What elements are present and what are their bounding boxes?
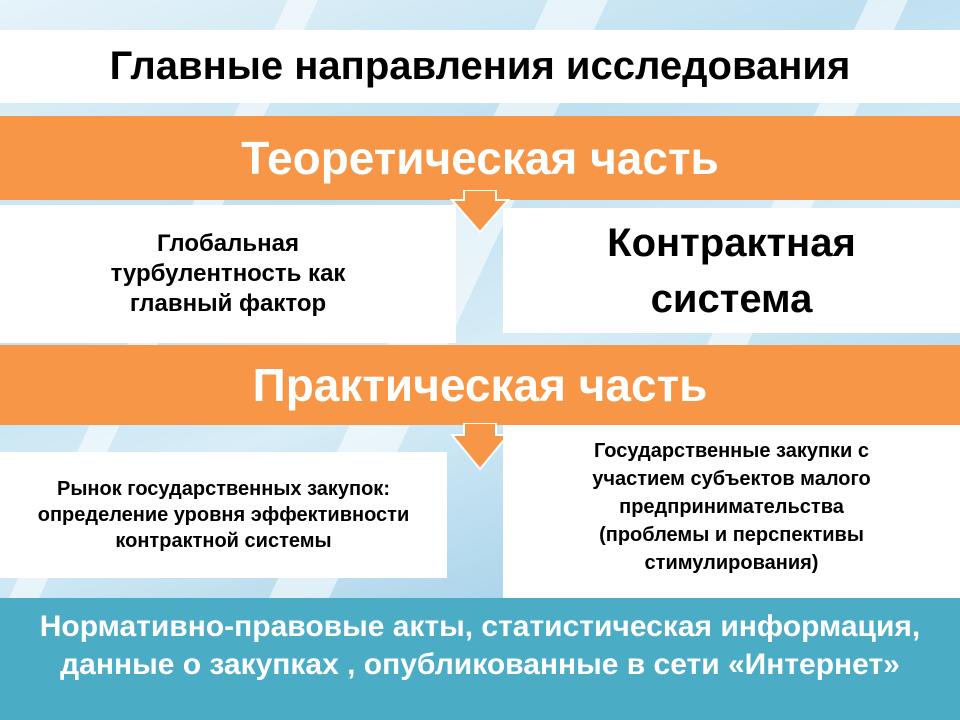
practice-left-box: Рынок государственных закупок: определен… (0, 452, 447, 578)
practice-header: Практическая часть (0, 345, 960, 425)
page-title: Главные направления исследования (0, 30, 960, 103)
theory-right-box: Контрактная система (503, 208, 960, 333)
sources-box: Нормативно-правовые акты, статистическая… (0, 598, 960, 720)
arrow-down-icon (450, 423, 510, 471)
practice-right-box: Государственные закупки с участием субъе… (503, 425, 960, 598)
theory-left-box: Глобальная турбулентность как главный фа… (0, 205, 456, 343)
arrow-down-icon (450, 190, 510, 234)
theory-header: Теоретическая часть (0, 116, 960, 200)
